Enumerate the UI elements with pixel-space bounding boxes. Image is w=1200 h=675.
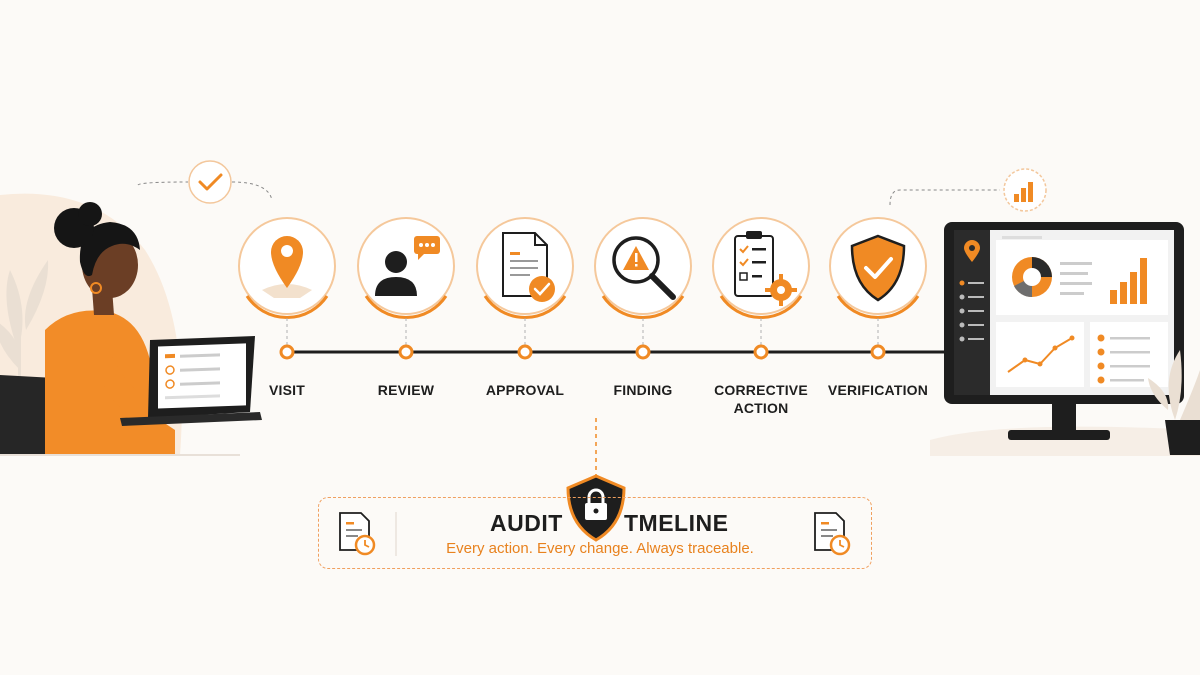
document-clock-icon [339, 512, 376, 556]
location-pin-icon [262, 236, 312, 298]
step-label-approval: APPROVAL [485, 382, 565, 398]
banner-title-right: TMELINE [624, 510, 729, 536]
step-label-review: REVIEW [377, 382, 435, 398]
user-chat-icon [375, 236, 440, 296]
dashboard-monitor [930, 222, 1200, 456]
person-at-laptop [0, 193, 262, 456]
step-label-verification: VERIFICATION [827, 382, 929, 398]
clipboard-gear-icon [734, 231, 797, 306]
step-label-corrective-action: CORRECTIVE ACTION [714, 382, 808, 416]
magnifier-warning-icon [612, 236, 676, 300]
shield-check-icon [850, 234, 906, 302]
step-finding [594, 217, 692, 360]
step-verification [829, 217, 927, 360]
step-label-finding: FINDING [613, 382, 673, 398]
banner-title-left: AUDIT [490, 510, 563, 536]
lock-shield-icon [566, 474, 626, 542]
document-check-icon [502, 232, 555, 302]
step-label-visit: VISIT [268, 382, 305, 398]
step-approval [476, 217, 574, 360]
step-visit [238, 217, 336, 360]
bar-chart-bubble-icon [889, 168, 1047, 212]
document-clock-icon [814, 512, 851, 556]
step-corrective-action [712, 217, 810, 360]
check-bubble-icon [137, 160, 273, 204]
step-review [357, 217, 455, 360]
banner-tagline: Every action. Every change. Always trace… [446, 540, 754, 557]
audit-timeline-banner [318, 497, 872, 569]
